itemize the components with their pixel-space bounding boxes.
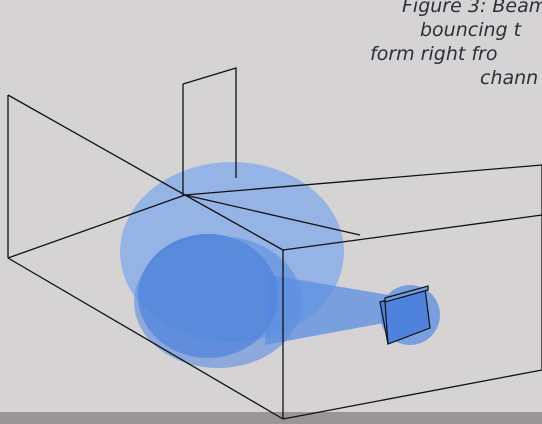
room-wireframe bbox=[7, 94, 542, 420]
caption-line-2: bouncing t bbox=[420, 19, 522, 41]
bottom-border bbox=[0, 412, 542, 424]
caption-line-4: chann bbox=[480, 67, 539, 89]
speaker-box bbox=[379, 285, 431, 345]
beam-reflection-floor bbox=[134, 236, 302, 368]
door-outline bbox=[182, 67, 237, 196]
caption-line-1: Figure 3: Beam bbox=[402, 0, 542, 17]
caption-line-3: form right fro bbox=[370, 43, 498, 65]
